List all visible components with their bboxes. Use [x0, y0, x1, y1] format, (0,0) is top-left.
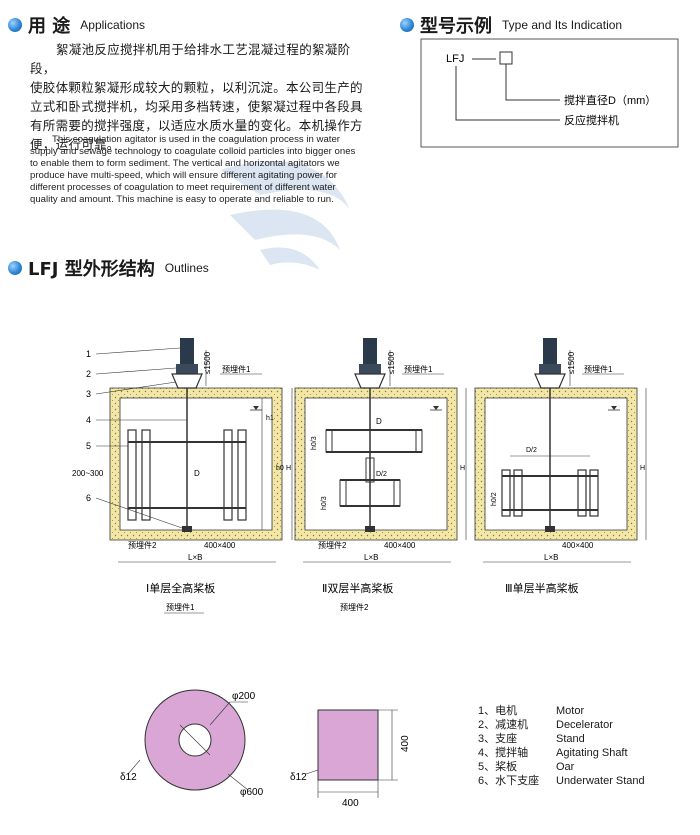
svg-text:4: 4 [86, 415, 91, 425]
model-code: LFJ [446, 53, 464, 65]
svg-text:400×400: 400×400 [204, 541, 236, 550]
svg-text:h0/3: h0/3 [311, 436, 318, 450]
svg-text:L×B: L×B [188, 553, 202, 562]
outlines-heading: LFJ 型外形结构 Outlines [8, 255, 209, 281]
svg-text:预埋件2: 预埋件2 [128, 540, 157, 550]
caption-2-sub: 预埋件2 [340, 602, 369, 612]
svg-text:D/2: D/2 [376, 471, 387, 478]
svg-text:400×400: 400×400 [384, 541, 416, 550]
svg-text:6: 6 [86, 493, 91, 503]
svg-text:≤1500: ≤1500 [567, 351, 576, 374]
svg-text:≤1500: ≤1500 [203, 351, 212, 374]
svg-text:2: 2 [86, 369, 91, 379]
caption-1-sub: 预埋件1 [166, 602, 195, 612]
svg-text:预埋件1: 预埋件1 [584, 364, 613, 374]
type-title-cn: 型号示例 [420, 16, 492, 37]
motor-icon [543, 338, 557, 364]
stand-icon [171, 373, 203, 389]
stand-icon [354, 373, 386, 389]
svg-text:D/2: D/2 [526, 447, 537, 454]
applications-title-cn: 用 途 [28, 16, 71, 37]
drawing-single-half-height: ≤1500 预埋件1 D/2 h0/2 H 400×400 L×B [474, 338, 647, 563]
applications-heading: 用 途 Applications [8, 12, 145, 38]
underwater-stand-icon [545, 526, 555, 532]
drawing-single-full-height: 1 2 3 4 5 6 ≤1500 预埋件1 200~300 D h1 h0 H… [72, 338, 293, 563]
svg-text:200~300: 200~300 [72, 469, 104, 478]
svg-text:φ600: φ600 [240, 787, 264, 798]
svg-text:L×B: L×B [544, 553, 558, 562]
svg-text:h0/2: h0/2 [491, 492, 498, 506]
caption-3: Ⅲ单层半高桨板 [505, 581, 579, 595]
caption-1: Ⅰ单层全高桨板 [146, 581, 215, 595]
underwater-stand-icon [365, 526, 375, 532]
type-title-en: Type and Its Indication [502, 18, 623, 32]
svg-text:预埋件2: 预埋件2 [318, 540, 347, 550]
svg-text:D: D [376, 417, 382, 426]
bullet-icon [400, 18, 414, 32]
svg-text:h0/3: h0/3 [321, 496, 328, 510]
applications-body-en: This coagulation agitator is used in the… [30, 134, 356, 205]
svg-text:3: 3 [86, 389, 91, 399]
svg-text:1: 1 [86, 349, 91, 359]
svg-text:h1: h1 [266, 415, 274, 422]
svg-text:h0: h0 [276, 465, 284, 472]
svg-text:400: 400 [400, 735, 411, 752]
svg-text:δ12: δ12 [290, 772, 307, 783]
watermark-logo [220, 161, 350, 270]
svg-text:D: D [194, 469, 200, 478]
outline-drawings: 1 2 3 4 5 6 ≤1500 预埋件1 200~300 D h1 h0 H… [72, 338, 647, 614]
type-heading: 型号示例 Type and Its Indication [400, 12, 622, 38]
applications-title-en: Applications [80, 18, 145, 32]
decelerator-icon [359, 364, 381, 374]
underwater-stand-icon [182, 526, 192, 532]
svg-text:预埋件1: 预埋件1 [222, 364, 251, 374]
diameter-label: 搅拌直径D（mm） [564, 93, 656, 107]
drawing-double-half-height: ≤1500 预埋件1 D D/2 h0/3 h0/3 H 预埋件2 400×40… [294, 338, 467, 563]
applications-body-cn: 絮凝池反应搅拌机用于给排水工艺混凝过程的絮凝阶段， 使胶体颗粒絮凝形成较大的颗粒… [30, 42, 363, 152]
stand-icon [534, 373, 566, 389]
agitator-label: 反应搅拌机 [564, 113, 619, 127]
motor-icon [180, 338, 194, 364]
svg-text:H: H [460, 465, 465, 472]
decelerator-icon [539, 364, 561, 374]
bullet-icon [8, 18, 22, 32]
svg-text:预埋件1: 预埋件1 [404, 364, 433, 374]
diameter-box-icon [499, 51, 513, 65]
motor-icon [363, 338, 377, 364]
svg-text:L×B: L×B [364, 553, 378, 562]
outlines-title-en: Outlines [164, 261, 209, 275]
bullet-icon [8, 261, 22, 275]
caption-2: Ⅱ双层半高桨板 [322, 581, 393, 595]
parts-detail: φ200 φ600 δ12 400 400 δ12 [120, 689, 411, 809]
svg-text:H: H [286, 465, 291, 472]
type-indication-box: LFJ 搅拌直径D（mm） 反应搅拌机 [420, 38, 679, 148]
svg-text:5: 5 [86, 441, 91, 451]
square-plate [317, 709, 379, 781]
decelerator-icon [176, 364, 198, 374]
svg-text:≤1500: ≤1500 [387, 351, 396, 374]
svg-text:400×400: 400×400 [562, 541, 594, 550]
outlines-title-cn: LFJ 型外形结构 [28, 259, 155, 280]
svg-text:δ12: δ12 [120, 772, 137, 783]
svg-text:φ200: φ200 [232, 691, 256, 702]
svg-text:H: H [640, 465, 645, 472]
svg-text:400: 400 [342, 798, 359, 809]
